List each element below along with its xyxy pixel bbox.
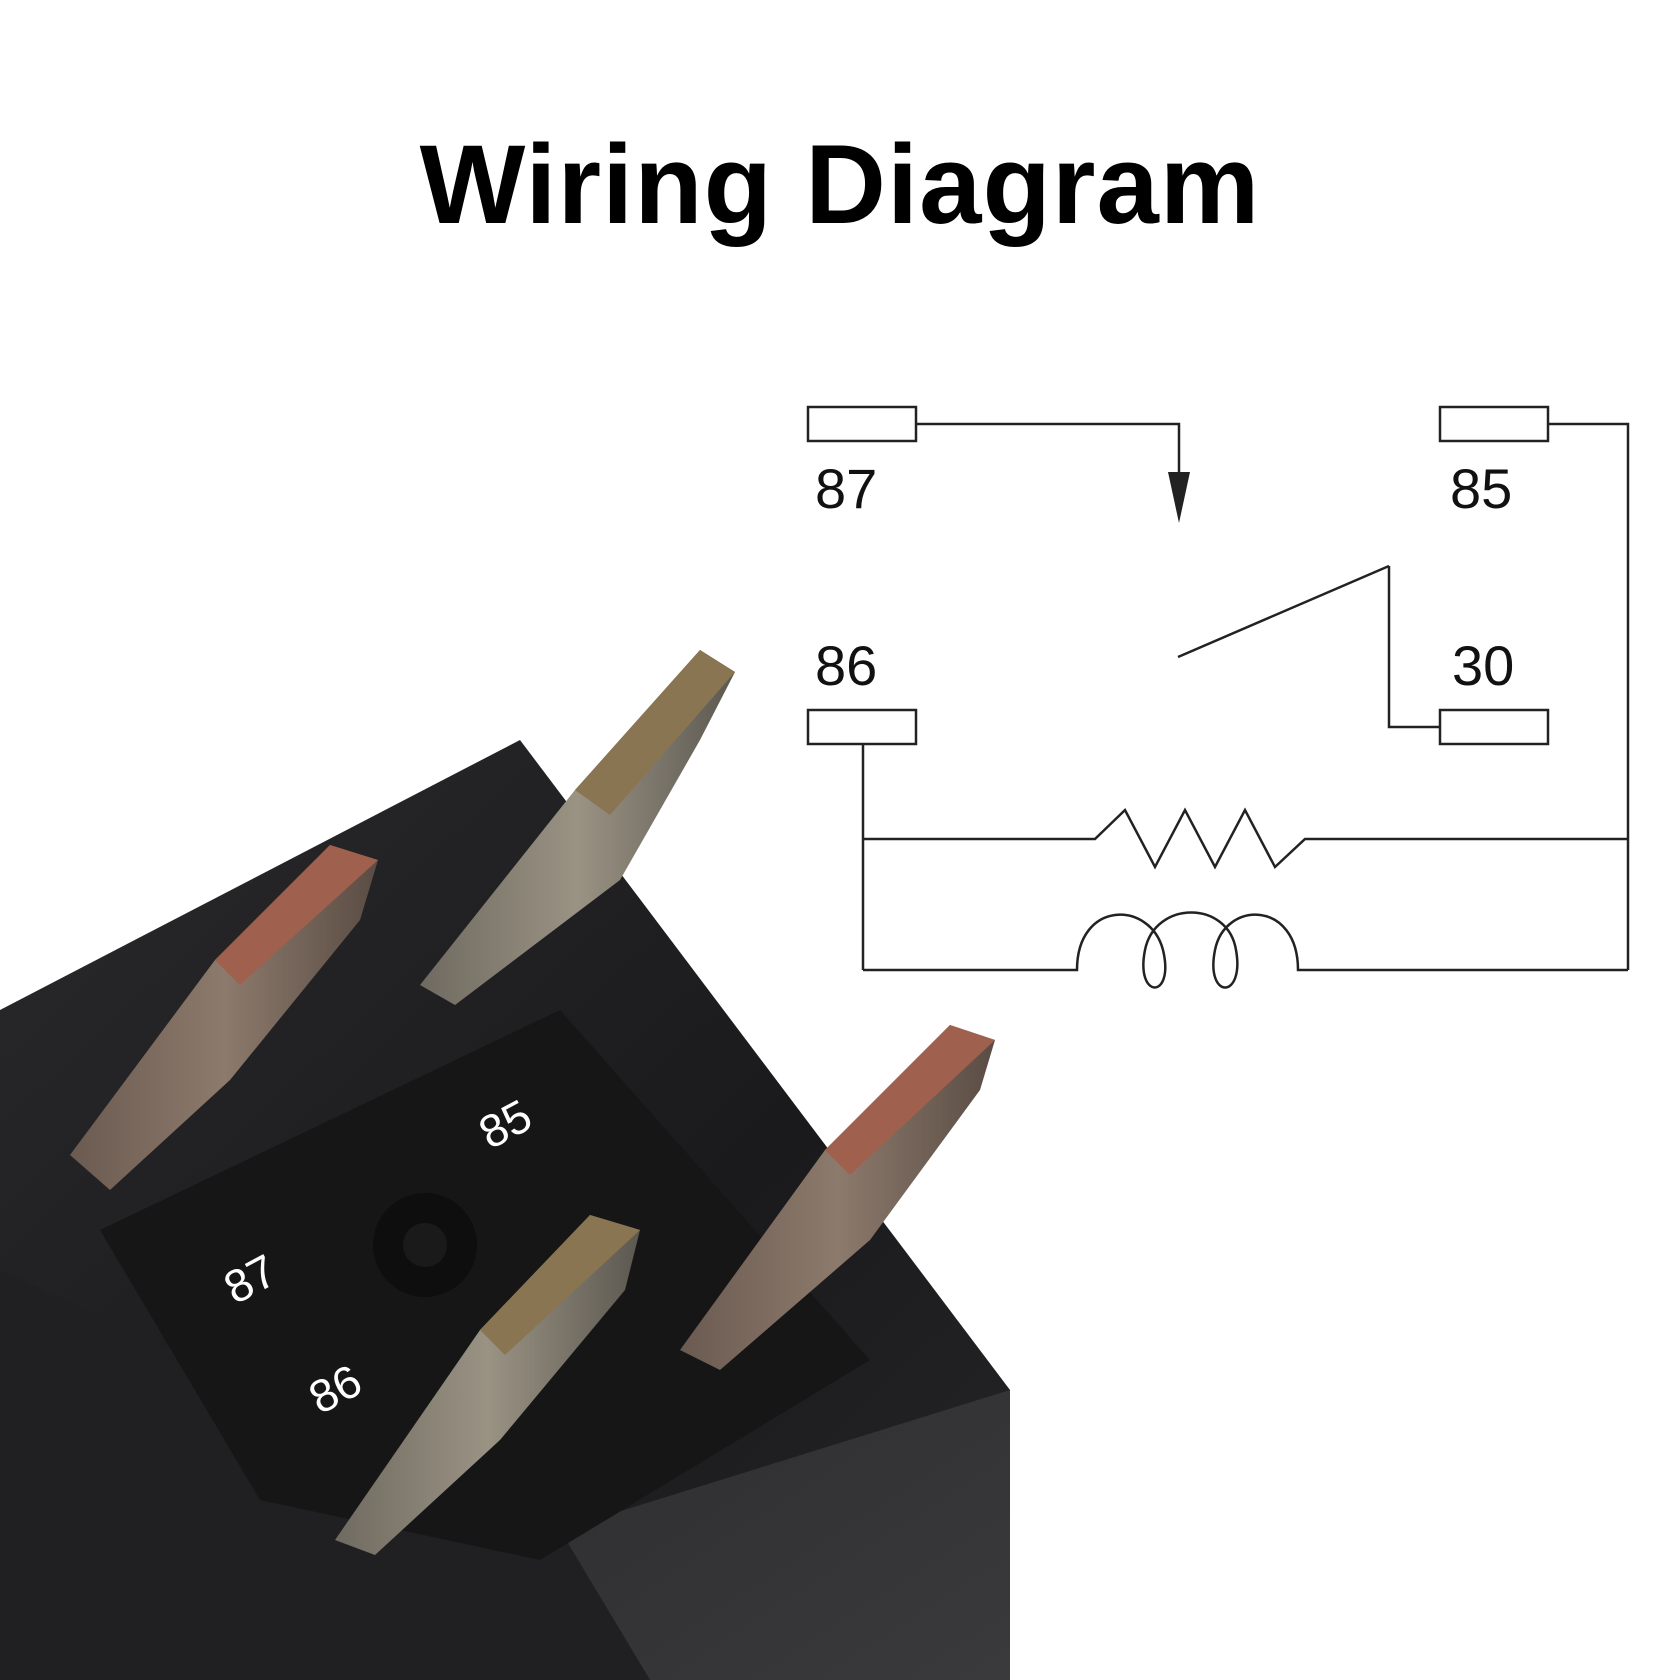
terminal-86 <box>806 708 918 746</box>
terminal-87-blade <box>70 845 378 1190</box>
page-title: Wiring Diagram <box>419 122 1261 247</box>
coil-symbol <box>863 911 1628 989</box>
wire-87 <box>916 422 1181 495</box>
wire-85 <box>1548 422 1630 970</box>
relay-schematic: 87 85 86 30 <box>806 405 1630 989</box>
terminal-85-blade <box>420 650 735 1005</box>
terminal-30 <box>1438 708 1550 746</box>
wire-30 <box>1387 566 1440 729</box>
resistor-symbol <box>863 807 1628 870</box>
pin-label-85: 85 <box>1450 457 1512 520</box>
arrow-down-icon <box>1168 472 1190 523</box>
terminal-85 <box>1438 405 1550 443</box>
terminal-30-blade <box>680 1025 995 1370</box>
pin-label-86: 86 <box>815 634 877 697</box>
terminal-87 <box>806 405 918 443</box>
pin-label-30: 30 <box>1452 634 1514 697</box>
pin-label-87: 87 <box>815 457 877 520</box>
terminal-86-blade <box>335 1215 640 1555</box>
switch-arm <box>1177 564 1390 659</box>
